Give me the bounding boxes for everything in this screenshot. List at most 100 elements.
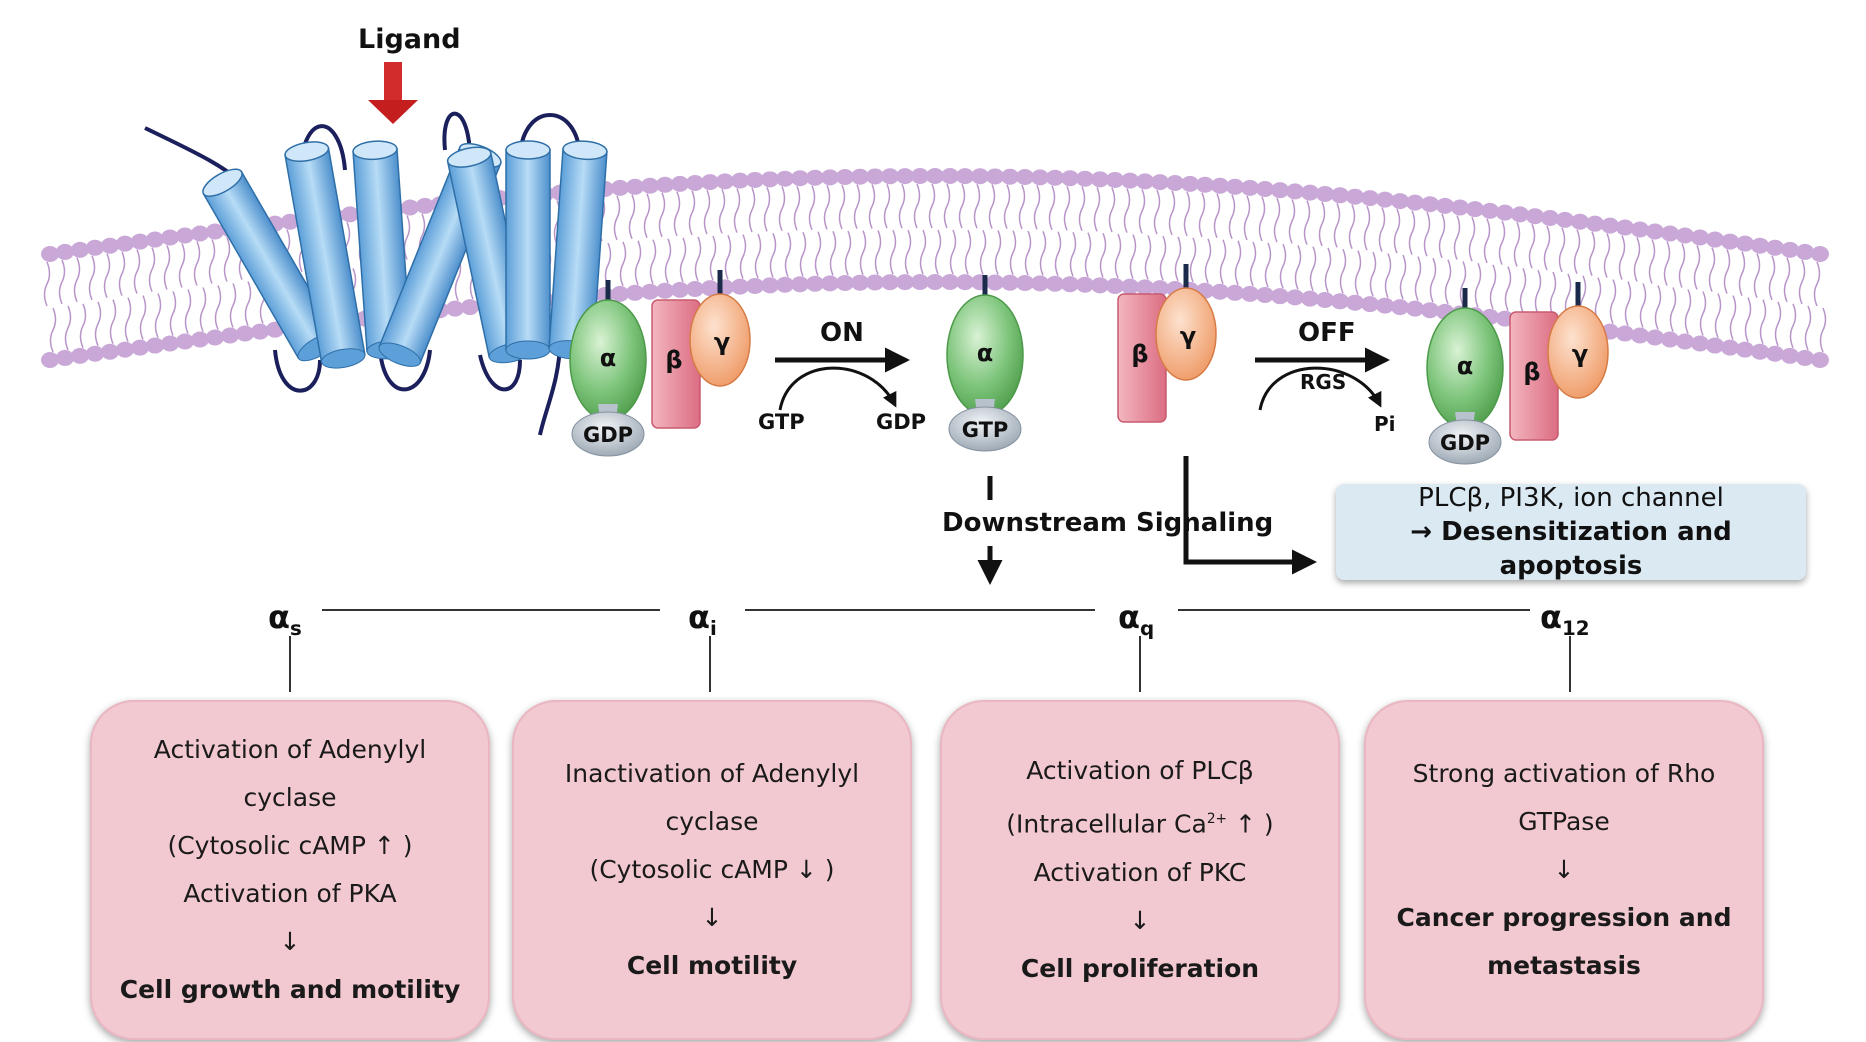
lipid-head <box>971 168 989 185</box>
lipid-head <box>1601 217 1619 234</box>
lipid-head <box>686 280 704 297</box>
beta-gamma-dimer: βγ <box>651 270 751 429</box>
lipid-tail <box>1039 231 1047 276</box>
ligand-label: Ligand <box>358 24 461 55</box>
lipid-head <box>866 274 884 291</box>
lipid-tail <box>1069 231 1077 277</box>
lipid-head <box>1706 231 1724 248</box>
lipid-tail <box>193 241 201 286</box>
lipid-head <box>1271 288 1289 305</box>
lipid-head <box>1151 174 1169 191</box>
lipid-head <box>446 300 464 317</box>
lipid-tail <box>1144 235 1152 280</box>
lipid-tail <box>1648 239 1656 284</box>
lipid-tail <box>199 287 207 332</box>
lipid-tail <box>619 241 627 287</box>
lipid-tail <box>874 230 882 275</box>
lipid-head <box>941 274 959 291</box>
lipid-tail <box>154 293 162 338</box>
card-line: (Cytosolic cAMP ↑ ) <box>167 831 413 860</box>
lipid-tail <box>1324 247 1332 293</box>
lipid-head <box>911 274 929 291</box>
lipid-tail <box>1048 185 1056 231</box>
lipid-tail <box>1033 185 1041 230</box>
lipid-head <box>1301 184 1319 201</box>
lipid-head <box>701 280 719 297</box>
lipid-tail <box>1273 197 1281 243</box>
lipid-tail <box>808 185 816 231</box>
lipid-head <box>1616 325 1634 342</box>
lipid-head <box>1376 297 1394 314</box>
lipid-head <box>1181 175 1199 192</box>
lipid-tail <box>1504 266 1512 311</box>
lipid-tail <box>1063 185 1071 231</box>
lipid-head <box>1766 239 1784 256</box>
lipid-head <box>1736 341 1754 358</box>
beta-label: β <box>1523 358 1540 386</box>
lipid-head <box>1001 168 1019 185</box>
info-box-line2: → Desensitization and apoptosis <box>1410 517 1732 581</box>
lipid-head <box>1301 290 1319 307</box>
lipid-head <box>1256 181 1274 198</box>
lipid-tail <box>1204 238 1212 284</box>
lipid-tail <box>949 229 957 275</box>
lipid-head <box>1136 173 1154 190</box>
lipid-head <box>176 227 194 244</box>
lipid-head <box>1631 221 1649 238</box>
lipid-head <box>146 231 164 248</box>
lipid-head <box>851 274 869 291</box>
lipid-head <box>881 168 899 185</box>
lipid-head <box>1766 345 1784 362</box>
lipid-tail <box>1078 186 1086 232</box>
lipid-tail <box>1003 184 1011 229</box>
nucleotide-label: GDP <box>583 423 633 447</box>
lipid-head <box>986 274 1004 291</box>
lipid-tail <box>1474 262 1482 308</box>
lipid-tail <box>1303 200 1311 245</box>
lipid-tail <box>898 183 906 229</box>
on-gdp-label: GDP <box>876 410 927 434</box>
lipid-tail <box>889 229 897 275</box>
lipid-tail <box>1678 243 1686 288</box>
lipid-head <box>1496 204 1514 221</box>
lipid-tail <box>979 229 987 275</box>
lipid-tail <box>1399 254 1407 300</box>
lipid-head <box>236 325 254 342</box>
lipid-tail <box>1294 245 1302 290</box>
lipid-head <box>1556 211 1574 228</box>
lipid-head <box>116 341 134 358</box>
lipid-tail <box>1093 187 1101 232</box>
lipid-tail <box>778 186 786 232</box>
lipid-tail <box>1528 223 1536 269</box>
beta-gamma-dimer: βγ <box>1509 282 1609 441</box>
lipid-head <box>641 177 659 194</box>
card-line: (Cytosolic cAMP ↓ ) <box>589 855 835 884</box>
lipid-tail <box>139 295 147 340</box>
lipid-tail <box>1744 297 1752 342</box>
lipid-tail <box>994 230 1002 275</box>
lipid-tail <box>844 230 852 276</box>
lipid-head <box>896 274 914 291</box>
lipid-head <box>1106 171 1124 188</box>
lipid-tail <box>1024 230 1032 276</box>
lipid-head <box>626 178 644 195</box>
lipid-head <box>1016 168 1034 185</box>
lipid-head <box>1136 279 1154 296</box>
lipid-tail <box>913 183 921 229</box>
alpha-12-header: α12 <box>1540 598 1590 640</box>
receptor-helix <box>202 168 338 362</box>
lipid-head <box>611 285 629 302</box>
lipid-tail <box>829 231 837 276</box>
lipid-head <box>1511 206 1529 223</box>
receptor-helix <box>505 140 551 360</box>
lipid-tail <box>1633 237 1641 282</box>
lipid-head <box>1211 283 1229 300</box>
lipid-head <box>1796 243 1814 260</box>
nucleotide-label: GTP <box>962 418 1009 442</box>
lipid-tail <box>1159 235 1167 281</box>
lipid-tail <box>1168 190 1176 236</box>
lipid-head <box>1271 182 1289 199</box>
lipid-tail <box>1459 261 1467 306</box>
